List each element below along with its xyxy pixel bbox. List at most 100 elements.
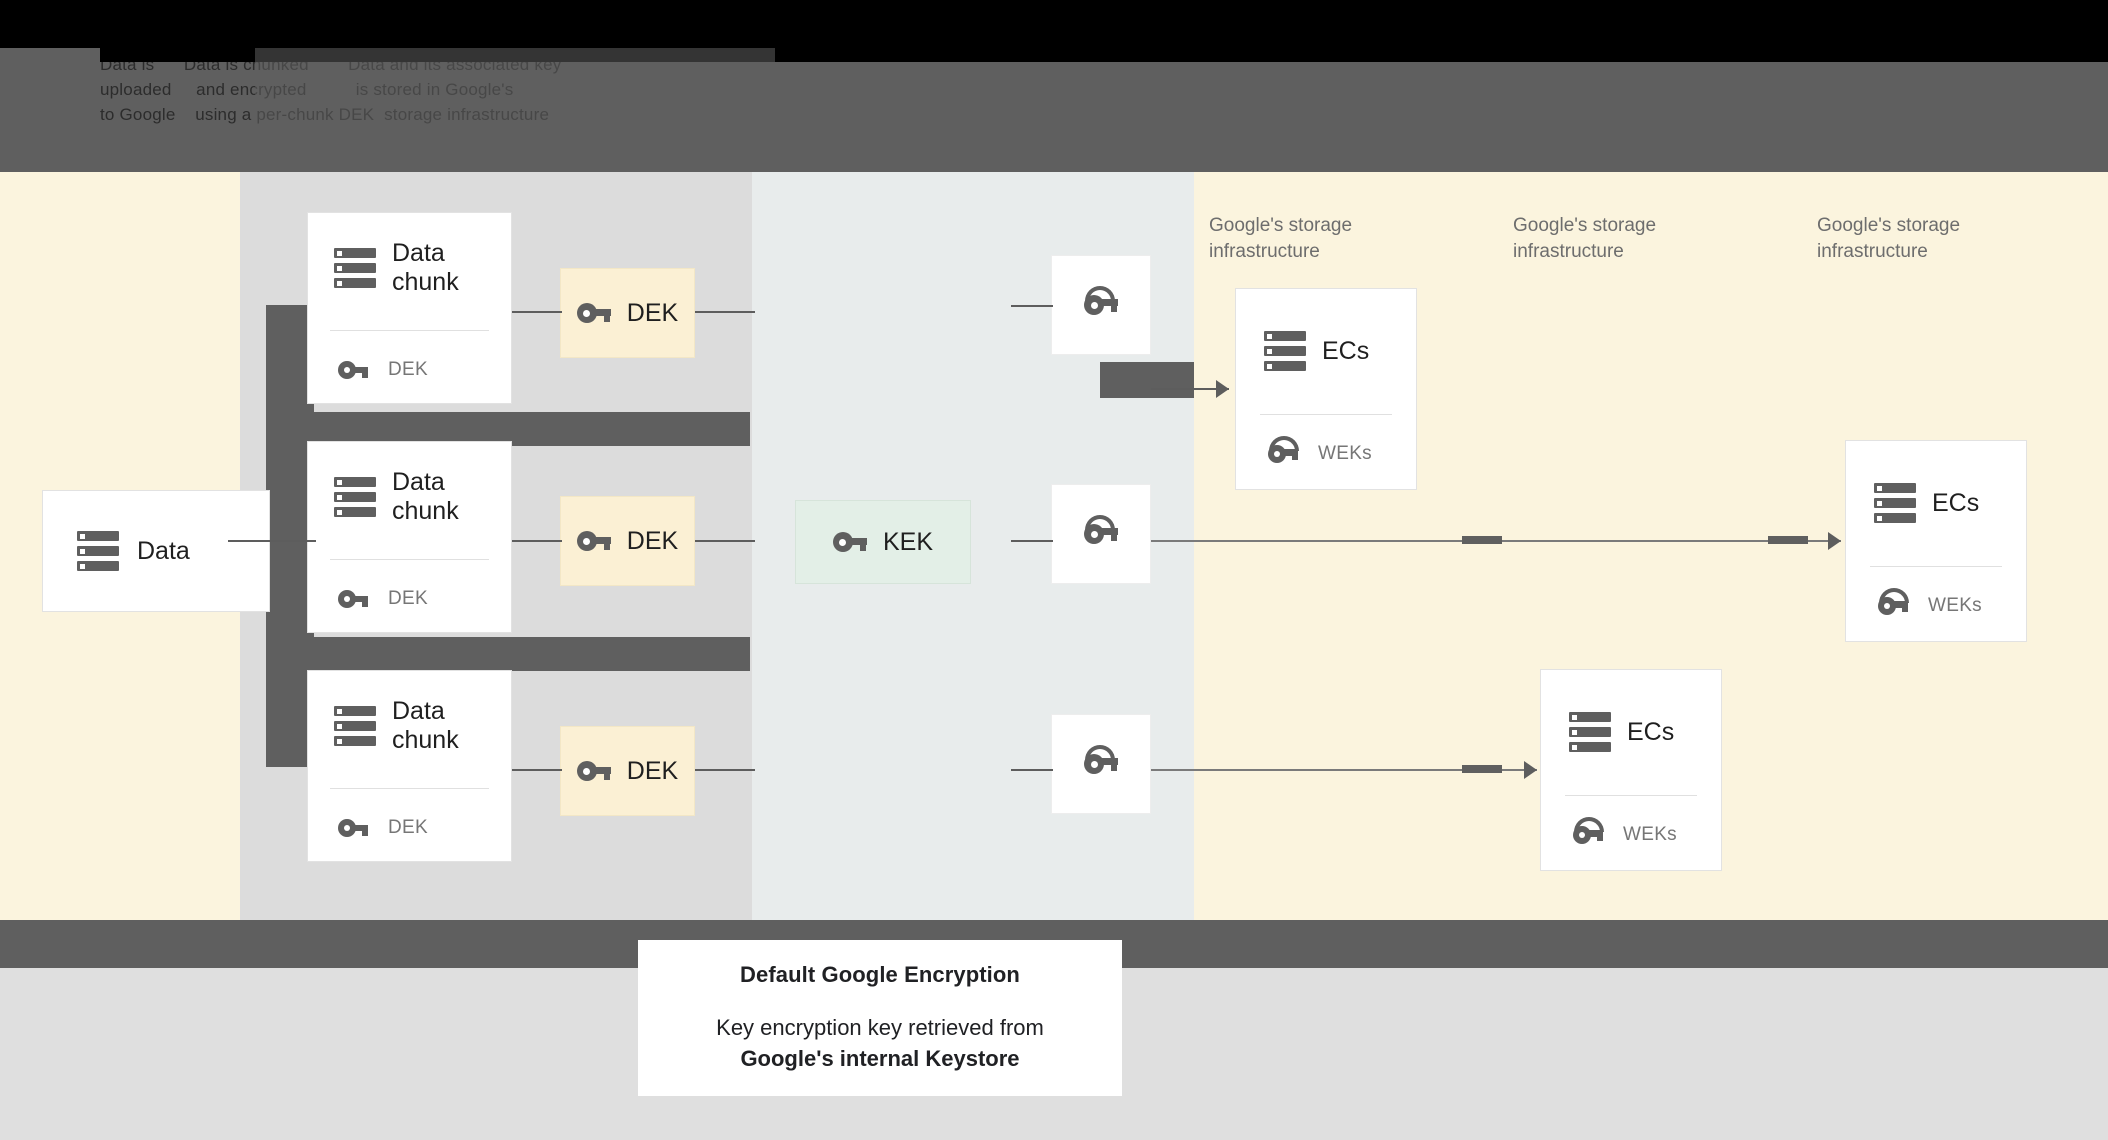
wrapped-key-tile-1[interactable] [1051,255,1151,355]
arrow-head-ec3 [1524,761,1537,779]
data-source-label: Data [137,536,190,565]
connector-chunk1-dek1 [512,311,562,313]
data-chunk-card-1[interactable]: Data chunk DEK [307,212,512,404]
storage-label-3: Google's storage infrastructure [1817,215,1961,262]
caption-line-2: Google's internal Keystore [740,1046,1020,1071]
card-divider [1870,566,2002,567]
ec-card-title-2: ECs [1932,488,1980,517]
dek-box-1[interactable]: DEK [560,268,695,358]
wrapped-key-icon [1084,286,1118,315]
overlay-bracket-arm-1 [266,412,750,446]
header-occlusion-gap [255,48,775,172]
arrow-head-ec2 [1828,532,1841,550]
storage-stack-icon [1874,483,1916,523]
card-divider [330,330,489,331]
ec-card-2[interactable]: ECs WEKs [1845,440,2027,642]
ec-card-footer-2: WEKs [1846,588,2026,617]
wrapped-key-tile-3[interactable] [1051,714,1151,814]
caption-card: Default Google Encryption Key encryption… [638,940,1122,1096]
ec-card-title-3: ECs [1627,717,1675,746]
ec-card-1[interactable]: ECs WEKs [1235,288,1417,490]
key-icon [832,532,867,552]
connector-dek1-right [695,311,755,313]
caption-body: Key encryption key retrieved from Google… [716,1012,1044,1074]
overlay-bracket-arm-2 [266,637,750,671]
ec-card-key-label-1: WEKs [1318,443,1372,464]
storage-stack-icon [334,248,376,288]
card-divider [330,788,489,789]
key-icon [576,531,611,551]
storage-stack-icon [334,477,376,517]
caption-title: Default Google Encryption [740,962,1020,987]
data-chunk-key-label-3: DEK [388,817,428,838]
connector-to-wrapped-1 [1011,305,1053,307]
ec-card-footer-1: WEKs [1236,436,1416,465]
card-divider [1565,795,1697,796]
key-icon [338,819,368,837]
storage-label-1: Google's storage infrastructure [1209,215,1353,262]
ec-card-header-2: ECs [1846,483,2026,523]
kek-box-label: KEK [882,527,934,556]
arrow-line-wrapped3-ec3 [1151,769,1537,771]
data-chunk-title-3: Data chunk [392,697,459,754]
storage-stack-icon [77,531,119,571]
ec-card-title-1: ECs [1322,336,1370,365]
arrow-dark-seg-c [1462,765,1502,773]
caption-line-1: Key encryption key retrieved from [716,1015,1044,1040]
arrow-line-wrapped1-ec1 [1151,388,1229,390]
dek-box-2[interactable]: DEK [560,496,695,586]
card-divider [330,559,489,560]
chunk-card-header-3: Data chunk [308,697,511,755]
key-icon [338,361,368,379]
storage-stack-icon [334,706,376,746]
ec-card-key-label-3: WEKs [1623,824,1677,845]
data-chunk-key-label-1: DEK [388,359,428,380]
wrapped-key-icon [1084,745,1118,774]
dek-box-3[interactable]: DEK [560,726,695,816]
arrow-dark-seg-b [1768,536,1808,544]
data-chunk-card-3[interactable]: Data chunk DEK [307,670,512,862]
chunk-card-footer-2: DEK [308,588,511,610]
wrapped-key-icon [1573,817,1604,844]
chunk-card-footer-1: DEK [308,359,511,381]
arrow-dark-seg-a [1462,536,1502,544]
data-chunk-key-label-2: DEK [388,588,428,609]
chunk-card-header-2: Data chunk [308,468,511,526]
ec-card-header-1: ECs [1236,331,1416,371]
ec-card-footer-3: WEKs [1541,817,1721,846]
storage-stack-icon [1569,712,1611,752]
overlay-bar-storage [1100,362,1194,398]
chunk-card-footer-3: DEK [308,817,511,839]
data-chunk-title-2: Data chunk [392,468,459,525]
key-icon [576,303,611,323]
ec-card-key-label-2: WEKs [1928,595,1982,616]
connector-chunk3-dek3 [512,769,562,771]
connector-data-to-chunks [228,540,316,542]
wrapped-key-icon [1268,436,1299,463]
data-source-card[interactable]: Data [42,490,270,612]
connector-kek-to-wrapped-2 [1011,540,1053,542]
data-chunk-card-2[interactable]: Data chunk DEK [307,441,512,633]
kek-box[interactable]: KEK [795,500,971,584]
storage-stack-icon [1264,331,1306,371]
ec-card-3[interactable]: ECs WEKs [1540,669,1722,871]
dek-box-label-1: DEK [626,298,679,327]
chunk-card-header-1: Data chunk [308,239,511,297]
card-divider [1260,414,1392,415]
top-black-band [0,0,2108,48]
connector-chunk2-dek2 [512,540,562,542]
wrapped-key-tile-2[interactable] [1051,484,1151,584]
key-icon [576,761,611,781]
connector-dek3-right [695,769,755,771]
wrapped-key-icon [1878,588,1909,615]
arrow-head-ec1 [1216,380,1229,398]
dek-box-label-2: DEK [626,526,679,555]
connector-to-wrapped-3 [1011,769,1053,771]
key-icon [338,590,368,608]
wrapped-key-icon [1084,515,1118,544]
ec-card-header-3: ECs [1541,712,1721,752]
overlay-bracket-stem [266,305,314,767]
storage-label-2: Google's storage infrastructure [1513,215,1657,262]
dek-box-label-3: DEK [626,756,679,785]
